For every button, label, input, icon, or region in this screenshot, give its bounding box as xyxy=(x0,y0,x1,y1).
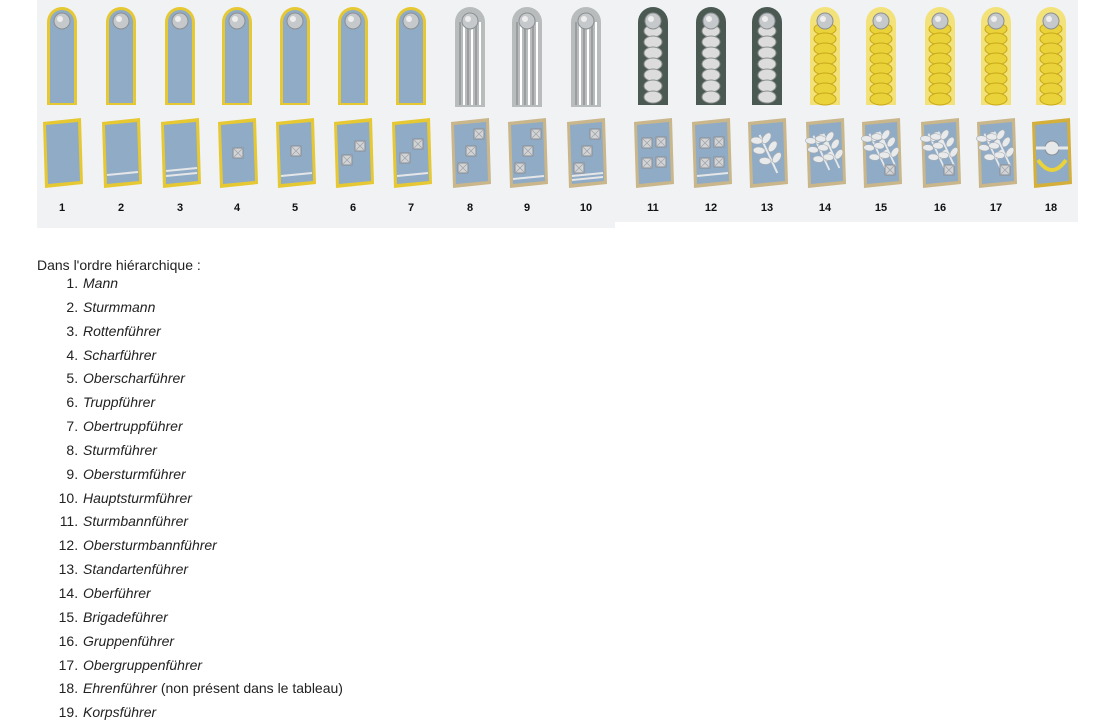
shoulder-strap-18 xyxy=(1036,7,1066,106)
rank-item: Truppführer xyxy=(82,391,343,415)
rank-item: Obersturmbannführer xyxy=(82,534,343,558)
rank-name: Sturmmann xyxy=(83,298,156,315)
insignia-number: 16 xyxy=(933,202,947,214)
rank-item: Obertruppführer xyxy=(82,415,343,439)
shoulder-strap-17 xyxy=(981,7,1011,106)
insignia-number: 6 xyxy=(349,202,357,214)
insignia-number: 4 xyxy=(233,202,241,214)
collar-patch-17 xyxy=(976,118,1017,188)
rank-item: Oberführer xyxy=(82,582,343,606)
shoulder-strap-9 xyxy=(512,7,542,107)
collar-patch-15 xyxy=(861,118,902,188)
rank-name: Obersturmführer xyxy=(83,465,186,482)
shoulder-strap-12 xyxy=(696,7,726,105)
insignia-number: 11 xyxy=(647,202,659,214)
rank-name: Korpsführer xyxy=(83,704,157,721)
rank-item: Hauptsturmführer xyxy=(82,487,343,511)
insignia-number: 13 xyxy=(760,202,774,214)
collar-patch-5 xyxy=(276,118,316,188)
collar-patch-10 xyxy=(567,118,607,188)
insignia-number: 12 xyxy=(704,202,718,214)
collar-patch-13 xyxy=(748,118,788,188)
rank-list: MannSturmmannRottenführerScharführerOber… xyxy=(37,272,343,725)
shoulder-strap-8 xyxy=(455,7,485,107)
collar-patch-2 xyxy=(102,118,142,188)
collar-patch-14 xyxy=(805,118,846,188)
insignia-number: 5 xyxy=(291,202,299,214)
rank-item: Scharführer xyxy=(82,344,343,368)
insignia-number: 1 xyxy=(58,202,66,214)
collar-patch-12 xyxy=(692,118,732,188)
rank-name: Oberscharführer xyxy=(83,370,185,387)
insignia-number: 7 xyxy=(407,202,415,214)
shoulder-strap-11 xyxy=(638,7,668,105)
insignia-number: 18 xyxy=(1044,202,1058,214)
rank-name: Standartenführer xyxy=(83,561,189,578)
collar-patch-6 xyxy=(334,118,374,188)
collar-patch-11 xyxy=(634,118,674,188)
rank-item: Sturmführer xyxy=(82,439,343,463)
shoulder-strap-1 xyxy=(47,7,77,105)
rank-name: Truppführer xyxy=(83,394,156,411)
shoulder-strap-13 xyxy=(752,7,782,105)
insignia-number: 3 xyxy=(176,202,184,214)
shoulder-strap-3 xyxy=(165,7,195,105)
rank-item: Obersturmführer xyxy=(82,463,343,487)
shoulder-strap-7 xyxy=(396,7,426,105)
rank-name: Ehrenführer xyxy=(83,680,157,697)
insignia-number: 2 xyxy=(117,202,125,214)
rank-name: Scharführer xyxy=(83,346,157,363)
rank-name: Oberführer xyxy=(83,584,151,601)
collar-patch-18 xyxy=(1032,118,1072,188)
rank-note: (non présent dans le tableau) xyxy=(156,680,343,697)
rank-item: Oberscharführer xyxy=(82,367,343,391)
shoulder-strap-2 xyxy=(106,7,136,105)
collar-patch-1 xyxy=(43,118,83,188)
shoulder-strap-5 xyxy=(280,7,310,105)
rank-name: Sturmführer xyxy=(83,441,157,458)
rank-name: Obergruppenführer xyxy=(83,656,203,673)
shoulder-strap-14 xyxy=(810,7,840,106)
shoulder-strap-15 xyxy=(866,7,896,106)
rank-item: Obergruppenführer xyxy=(82,654,343,678)
collar-patch-9 xyxy=(508,118,548,188)
insignia-number: 10 xyxy=(579,202,593,214)
rank-item: Gruppenführer xyxy=(82,630,343,654)
rank-item: Brigadeführer xyxy=(82,606,343,630)
rank-name: Rottenführer xyxy=(83,322,161,339)
rank-item: Rottenführer xyxy=(82,320,343,344)
rank-item: Mann xyxy=(82,272,343,296)
intro-text: Dans l'ordre hiérarchique : xyxy=(37,257,201,273)
insignia-number: 17 xyxy=(989,202,1003,214)
collar-patch-3 xyxy=(161,118,201,188)
rank-item: Korpsführer xyxy=(82,701,343,725)
rank-name: Sturmbannführer xyxy=(83,513,189,530)
rank-name: Hauptsturmführer xyxy=(83,489,192,506)
insignia-number: 14 xyxy=(818,202,832,214)
insignia-number: 8 xyxy=(466,202,474,214)
rank-item: Sturmbannführer xyxy=(82,510,343,534)
shoulder-strap-10 xyxy=(571,7,601,107)
rank-name: Mann xyxy=(83,275,119,291)
rank-name: Obertruppführer xyxy=(83,418,183,435)
rank-name: Gruppenführer xyxy=(83,632,175,649)
collar-patch-16 xyxy=(920,118,961,188)
collar-patch-7 xyxy=(392,118,432,188)
shoulder-strap-16 xyxy=(925,7,955,106)
rank-name: Brigadeführer xyxy=(83,608,168,625)
rank-name: Obersturmbannführer xyxy=(83,537,217,554)
rank-item: Standartenführer xyxy=(82,558,343,582)
rank-item: Ehrenführer (non présent dans le tableau… xyxy=(82,677,343,701)
collar-patch-8 xyxy=(451,118,491,188)
collar-patch-4 xyxy=(218,118,258,188)
insignia-number: 9 xyxy=(523,202,531,214)
insignia-number: 15 xyxy=(874,202,888,214)
shoulder-strap-6 xyxy=(338,7,368,105)
rank-item: Sturmmann xyxy=(82,296,343,320)
shoulder-strap-4 xyxy=(222,7,252,105)
